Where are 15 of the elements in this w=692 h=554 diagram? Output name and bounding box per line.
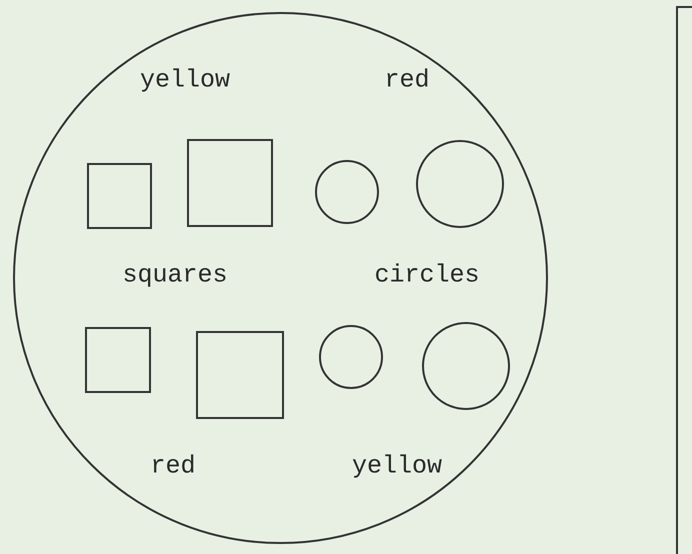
shape-label: yellow [140, 68, 230, 92]
circle-shape [416, 140, 504, 228]
square-shape [187, 139, 273, 227]
shape-label: squares [122, 262, 228, 288]
shape-label: red [150, 454, 196, 478]
circle-shape [319, 325, 383, 389]
square-shape [87, 163, 152, 229]
shape-label: circles [374, 262, 480, 288]
square-shape [85, 327, 151, 393]
shape-label: yellow [352, 454, 442, 478]
square-shape [196, 331, 284, 419]
circle-outline [13, 12, 548, 544]
circle-shape [315, 160, 379, 224]
shape-label: red [384, 68, 430, 92]
circle-shape [422, 322, 510, 410]
